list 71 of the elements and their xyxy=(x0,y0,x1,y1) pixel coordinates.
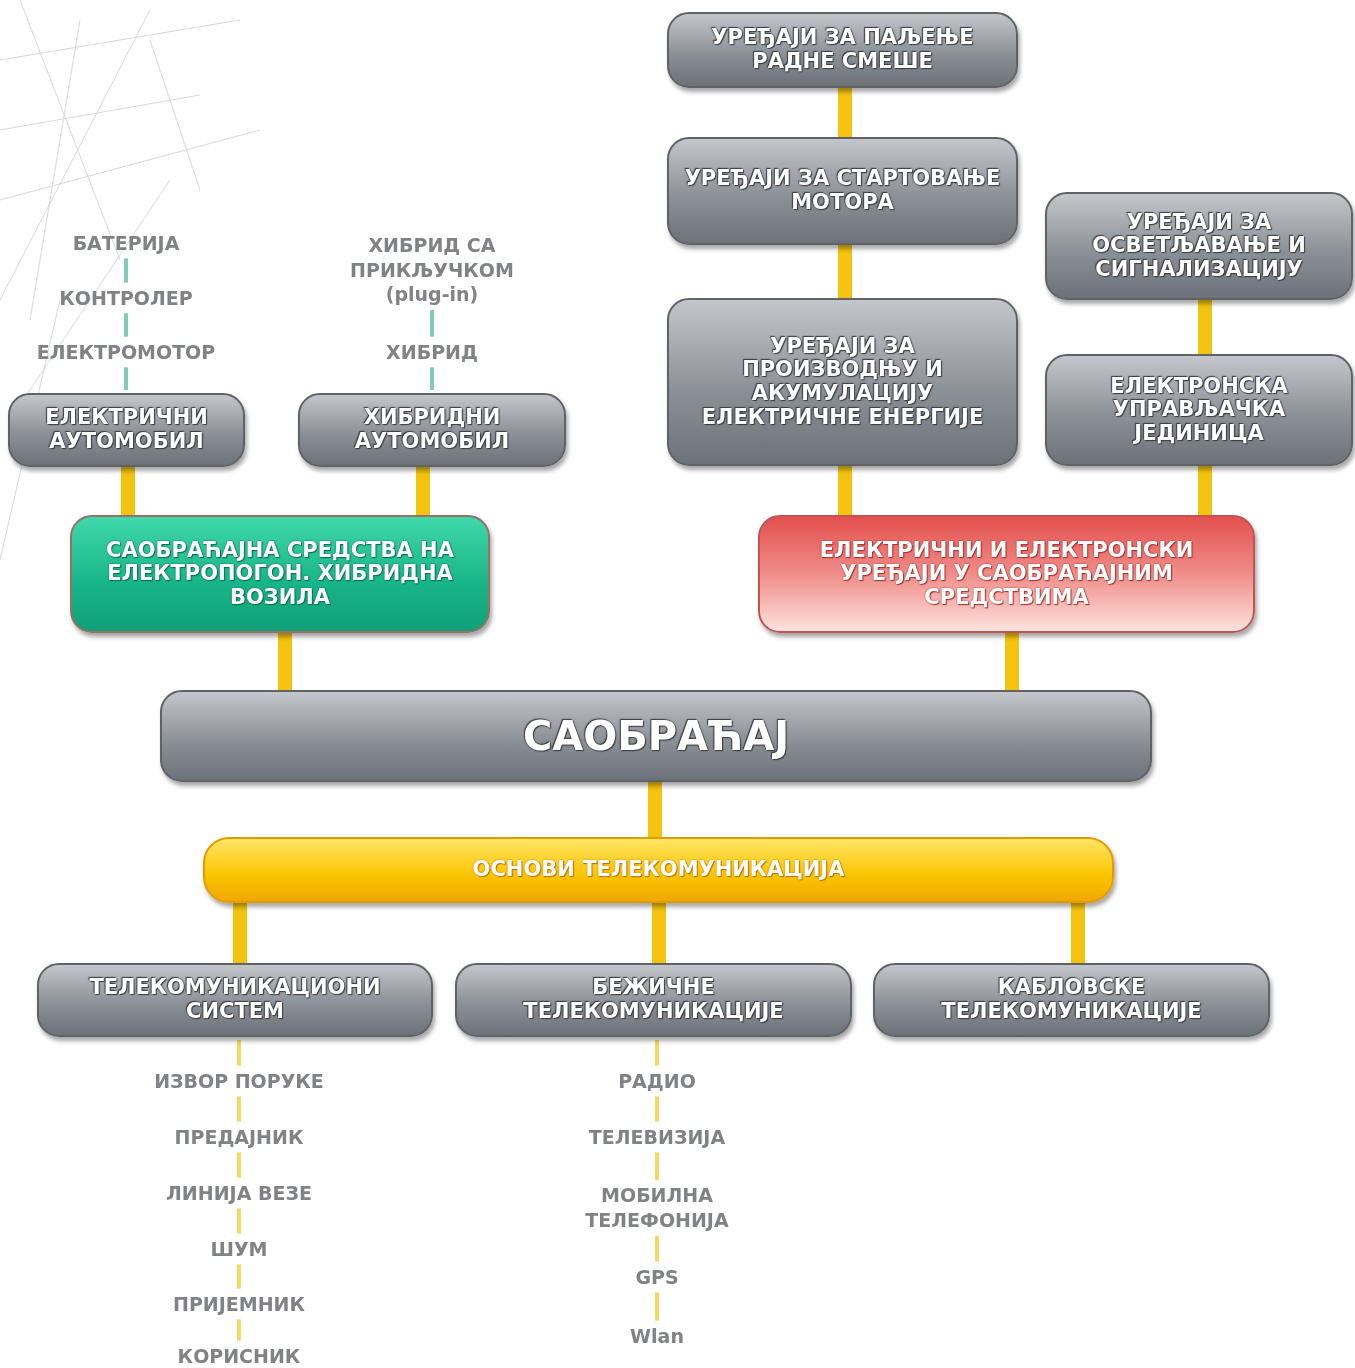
connector xyxy=(652,903,666,963)
connector-line xyxy=(237,1152,241,1178)
process-box xyxy=(1045,354,1353,466)
connector xyxy=(1198,466,1212,515)
item-label: ПРЕДАЈНИК xyxy=(174,1124,304,1150)
connector-line xyxy=(237,1319,241,1341)
process-box xyxy=(37,963,433,1037)
box-label: ОСНОВИ ТЕЛЕКОМУНИКАЦИЈА xyxy=(472,858,845,882)
process-box xyxy=(1045,192,1353,300)
process-box xyxy=(8,393,245,467)
connector xyxy=(416,467,430,515)
connector-line xyxy=(655,1152,659,1181)
connector xyxy=(838,88,852,137)
connector xyxy=(1198,300,1212,354)
connector-line xyxy=(237,1040,241,1066)
connector xyxy=(1005,633,1019,690)
item-label: ЛИНИЈА ВЕЗЕ xyxy=(166,1180,312,1206)
connector xyxy=(838,245,852,298)
box-label: УРЕЂАЈИ ЗА ПРОИЗВОДЊУ И АКУМУЛАЦИЈУ ЕЛЕКТРИЧНЕ ЕНЕРГИЈЕ xyxy=(700,334,985,430)
process-box xyxy=(667,12,1018,88)
item-label: ШУМ xyxy=(210,1236,268,1262)
item-label: ТЕЛЕВИЗИЈА xyxy=(588,1124,726,1150)
box-label: ТЕЛЕКОМУНИКАЦИОНИ СИСТЕМ xyxy=(88,976,382,1024)
box-label: УРЕЂАЈИ ЗА ОСВЕТЉАВАЊЕ И СИГНАЛИЗАЦИЈУ xyxy=(1091,210,1307,282)
connector xyxy=(648,782,662,837)
connector-line xyxy=(124,367,128,390)
connector-line xyxy=(237,1264,241,1289)
connector-line xyxy=(655,1292,659,1321)
connector-line xyxy=(655,1096,659,1122)
category-box xyxy=(203,837,1114,903)
box-label: УРЕЂАЈИ ЗА ПАЉЕЊЕ РАДНЕ СМЕШЕ xyxy=(710,26,975,74)
connector-line xyxy=(430,367,434,390)
category-box xyxy=(70,515,490,633)
connector-line xyxy=(655,1040,659,1066)
item-label: ЕЛЕКТРОМОТОР xyxy=(36,339,216,365)
central-box xyxy=(160,690,1152,782)
connector-line xyxy=(237,1096,241,1122)
connector-line xyxy=(655,1235,659,1262)
box-label: УРЕЂАЈИ ЗА СТАРТОВАЊЕ МОТОРА xyxy=(683,167,1002,215)
box-label: ХИБРИДНИ АУТОМОБИЛ xyxy=(353,406,511,454)
connector-line xyxy=(124,258,128,283)
item-label: Wlan xyxy=(630,1323,684,1349)
process-box xyxy=(667,137,1018,245)
item-label: ИЗВОР ПОРУКЕ xyxy=(154,1068,324,1094)
connector xyxy=(278,633,292,690)
item-label: ХИБРИД xyxy=(386,339,478,365)
connector-line xyxy=(124,313,128,337)
connector-line xyxy=(237,1208,241,1234)
box-label: ЕЛЕКТРИЧНИ АУТОМОБИЛ xyxy=(44,406,209,454)
item-label: БАТЕРИЈА xyxy=(72,230,180,256)
connector-line xyxy=(430,310,434,337)
connector xyxy=(838,466,852,515)
item-label: ПРИЈЕМНИК xyxy=(173,1291,305,1317)
item-label: GPS xyxy=(635,1264,679,1290)
box-label: ЕЛЕКТРОНСКА УПРАВЉАЧКА ЈЕДИНИЦА xyxy=(1109,374,1289,446)
box-label: САОБРАЋАЈНА СРЕДСТВА НА ЕЛЕКТРОПОГОН. ХИБРИДНА ВОЗИЛА xyxy=(105,538,455,610)
item-label: ХИБРИД СА ПРИКЉУЧКОМ (plug-in) xyxy=(349,232,515,308)
process-box xyxy=(298,393,566,467)
connector xyxy=(121,467,135,515)
item-label: КОНТРОЛЕР xyxy=(59,285,193,311)
process-box xyxy=(873,963,1270,1037)
item-label: КОРИСНИК xyxy=(177,1343,301,1368)
item-label: МОБИЛНА ТЕЛЕФОНИЈА xyxy=(584,1183,730,1233)
item-label: РАДИО xyxy=(618,1068,696,1094)
box-label: КАБЛОВСКЕ ТЕЛЕКОМУНИКАЦИЈЕ xyxy=(940,976,1203,1024)
process-box xyxy=(455,963,852,1037)
box-label: ЕЛЕКТРИЧНИ И ЕЛЕКТРОНСКИ УРЕЂАЈИ У САОБРАЋАЈНИМ СРЕДСТВИМА xyxy=(818,538,1195,610)
category-box xyxy=(758,515,1255,633)
box-label: САОБРАЋАЈ xyxy=(522,713,790,759)
process-box xyxy=(667,298,1018,466)
box-label: БЕЖИЧНЕ ТЕЛЕКОМУНИКАЦИЈЕ xyxy=(522,976,785,1024)
